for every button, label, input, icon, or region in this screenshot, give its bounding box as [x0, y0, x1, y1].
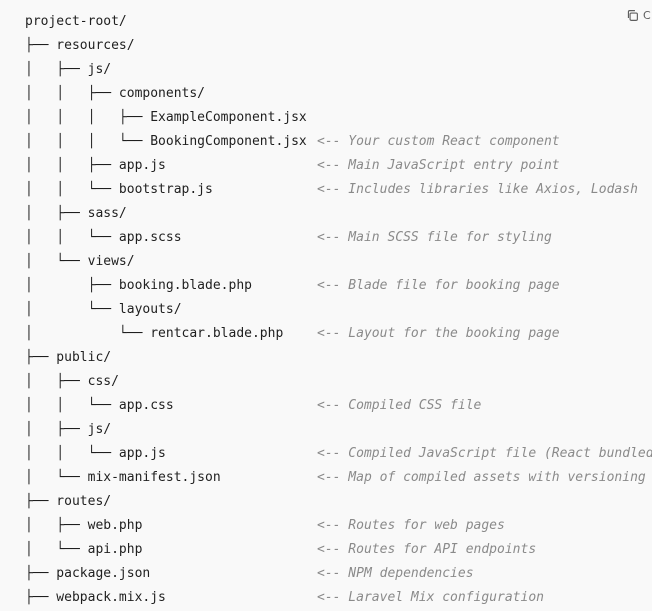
tree-entry: │ │ └── app.scss [25, 230, 182, 245]
tree-entry: │ │ │ ├── ExampleComponent.jsx [25, 110, 307, 125]
line-comment: <-- Layout for the booking page [317, 326, 560, 341]
line-comment: <-- Blade file for booking page [317, 278, 560, 293]
code-line: │ │ ├── app.js <-- Main JavaScript entry … [25, 154, 560, 178]
line-comment: <-- NPM dependencies [317, 566, 474, 581]
code-line: ├── public/ [25, 346, 307, 370]
line-comment: <-- Main SCSS file for styling [317, 230, 552, 245]
code-line: │ ├── js/ [25, 58, 307, 82]
tree-entry: │ ├── sass/ [25, 206, 127, 221]
code-line: │ │ │ ├── ExampleComponent.jsx [25, 106, 307, 130]
tree-entry: │ ├── js/ [25, 422, 112, 437]
code-line: │ └── views/ [25, 250, 307, 274]
copy-button-label: C [643, 9, 651, 22]
code-line: │ │ └── app.js <-- Compiled JavaScript fi… [25, 442, 652, 466]
code-line: │ ├── web.php <-- Routes for web pages [25, 514, 505, 538]
line-comment: <-- Routes for API endpoints [317, 542, 537, 557]
code-line: │ ├── css/ [25, 370, 307, 394]
tree-entry: │ └── api.php [25, 542, 143, 557]
code-line: │ ├── booking.blade.php <-- Blade file fo… [25, 274, 560, 298]
code-line: │ └── api.php <-- Routes for API endpoint… [25, 538, 536, 562]
tree-entry: │ ├── js/ [25, 62, 112, 77]
tree-entry: ├── public/ [25, 350, 112, 365]
tree-entry: │ └── layouts/ [25, 302, 182, 317]
code-line: │ │ └── app.css <-- Compiled CSS file [25, 394, 481, 418]
tree-entry: │ │ │ └── BookingComponent.jsx [25, 134, 307, 149]
tree-entry: │ ├── css/ [25, 374, 119, 389]
tree-entry: │ ├── web.php [25, 518, 143, 533]
tree-entry: project-root/ [25, 14, 127, 29]
code-line: project-root/ [25, 10, 307, 34]
tree-entry: │ └── views/ [25, 254, 135, 269]
tree-entry: ├── package.json [25, 566, 151, 581]
line-comment: <-- Your custom React component [317, 134, 560, 149]
line-comment: <-- Main JavaScript entry point [317, 158, 560, 173]
code-line: ├── resources/ [25, 34, 307, 58]
tree-entry: │ │ └── app.css [25, 398, 174, 413]
code-line: ├── webpack.mix.js <-- Laravel Mix config… [25, 586, 544, 610]
code-line: │ ├── sass/ [25, 202, 307, 226]
code-line: │ └── rentcar.blade.php <-- Layout for th… [25, 322, 560, 346]
code-line: │ │ │ └── BookingComponent.jsx <-- Your c… [25, 130, 560, 154]
code-line: │ └── layouts/ [25, 298, 307, 322]
line-comment: <-- Includes libraries like Axios, Lodas… [317, 182, 638, 197]
line-comment: <-- Laravel Mix configuration [317, 590, 544, 605]
tree-entry: │ └── mix-manifest.json [25, 470, 221, 485]
tree-entry: │ └── rentcar.blade.php [25, 326, 284, 341]
tree-entry: │ │ ├── app.js [25, 158, 166, 173]
code-line: │ │ └── bootstrap.js <-- Includes librari… [25, 178, 638, 202]
code-line: │ └── mix-manifest.json <-- Map of compil… [25, 466, 646, 490]
line-comment: <-- Compiled CSS file [317, 398, 482, 413]
tree-entry: │ ├── booking.blade.php [25, 278, 252, 293]
code-line: ├── package.json <-- NPM dependencies [25, 562, 474, 586]
file-tree: project-root/ ├── resources/ │ ├── js/ │ │ … [25, 10, 652, 610]
tree-entry: ├── routes/ [25, 494, 112, 509]
code-line: │ │ ├── components/ [25, 82, 307, 106]
copy-icon [626, 9, 639, 22]
line-comment: <-- Routes for web pages [317, 518, 505, 533]
code-line: │ │ └── app.scss <-- Main SCSS file for s… [25, 226, 552, 250]
line-comment: <-- Compiled JavaScript file (React bund… [317, 446, 652, 461]
copy-button[interactable]: C [626, 9, 651, 22]
line-comment: <-- Map of compiled assets with versioni… [317, 470, 646, 485]
tree-entry: │ │ └── app.js [25, 446, 166, 461]
tree-entry: ├── resources/ [25, 38, 135, 53]
tree-entry: ├── webpack.mix.js [25, 590, 166, 605]
code-line: ├── routes/ [25, 490, 307, 514]
tree-entry: │ │ └── bootstrap.js [25, 182, 213, 197]
tree-entry: │ │ ├── components/ [25, 86, 206, 101]
code-line: │ ├── js/ [25, 418, 307, 442]
